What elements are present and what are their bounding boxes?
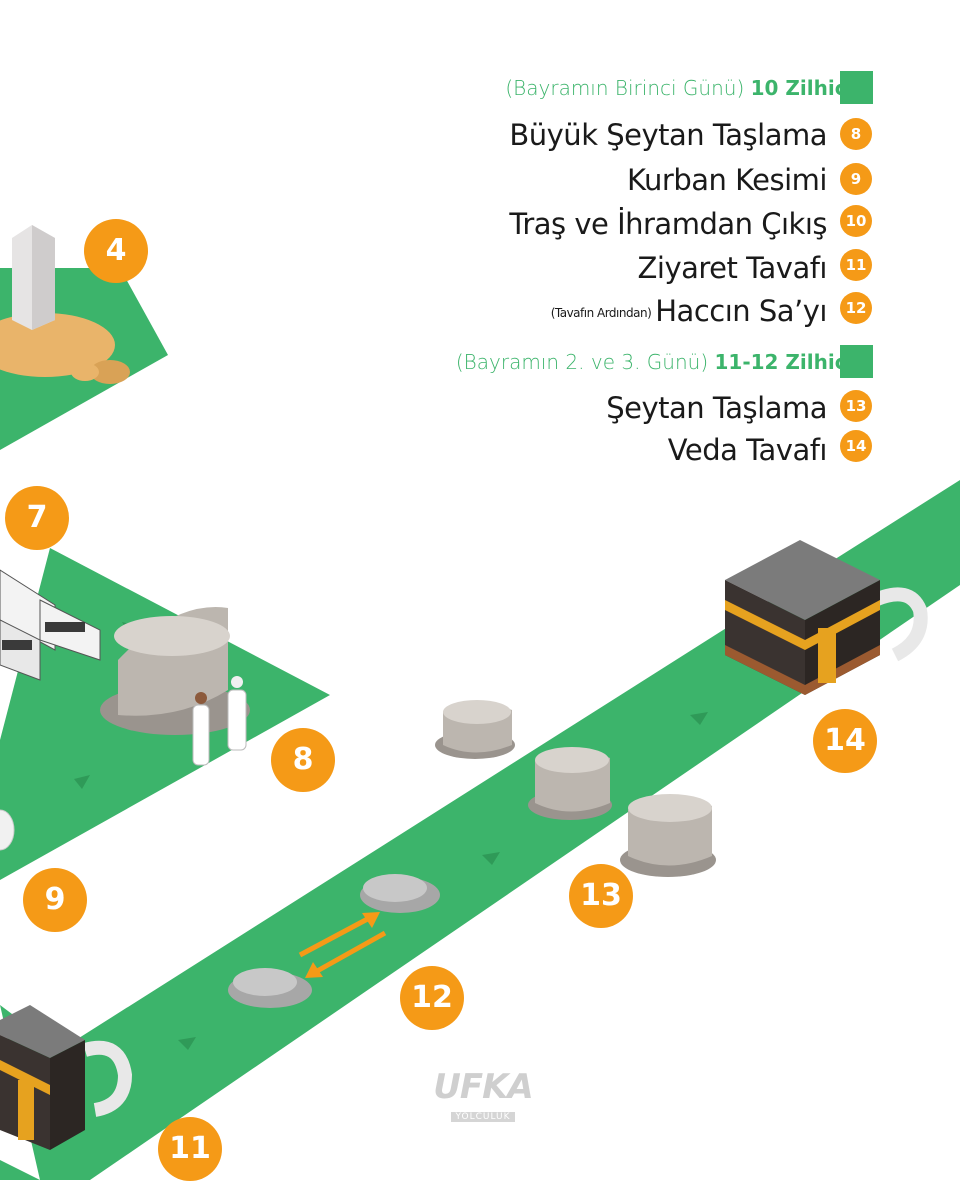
step-9-label: Kurban Kesimi	[626, 163, 828, 197]
day2-sub: (Bayramın 2. ve 3. Günü)	[455, 350, 709, 374]
step-10-label: Traş ve İhramdan Çıkış	[509, 207, 827, 241]
kaaba-11	[0, 1005, 133, 1150]
badge-4: 4	[84, 219, 148, 283]
day2-marker	[840, 345, 873, 378]
ufka-logo: UFKA YOLCULUK	[428, 1070, 538, 1123]
badge-12: 12	[400, 966, 464, 1030]
day2-header: (Bayramın 2. ve 3. Günü) 11-12 Zilhicce	[456, 350, 872, 374]
badge-14: 14	[813, 709, 877, 773]
step-8: Büyük Şeytan Taşlama	[509, 118, 827, 152]
step-12-note: (Tavafın Ardından)	[550, 306, 652, 320]
step-14-label: Veda Tavafı	[667, 433, 828, 467]
badge-7: 7	[5, 486, 69, 550]
step-12-num: 12	[840, 292, 872, 324]
jamarat-pillar-2	[528, 747, 612, 820]
day1-marker	[840, 71, 873, 104]
jamarat-pillar-large	[100, 607, 250, 735]
step-11-label: Ziyaret Tavafı	[637, 251, 828, 285]
kaaba-14	[725, 540, 928, 695]
step-14-num: 14	[840, 430, 872, 462]
muzdalifa-monument	[0, 225, 130, 384]
step-8-label: Büyük Şeytan Taşlama	[509, 118, 827, 152]
logo-text: UFKA	[433, 1067, 534, 1107]
step-13-num: 13	[840, 390, 872, 422]
step-10-num: 10	[840, 205, 872, 237]
step-10: Traş ve İhramdan Çıkış	[509, 207, 827, 241]
day1-header: (Bayramın Birinci Günü) 10 Zilhicce	[505, 76, 872, 100]
day1-sub: (Bayramın Birinci Günü)	[505, 76, 745, 100]
pilgrims	[192, 676, 247, 766]
step-9: Kurban Kesimi	[626, 163, 828, 197]
step-11: Ziyaret Tavafı	[637, 251, 828, 285]
logo-subtext: YOLCULUK	[451, 1112, 515, 1122]
step-13: Şeytan Taşlama	[606, 391, 827, 425]
say-arrows	[298, 912, 387, 978]
jamarat-pillar-1	[435, 700, 515, 759]
badge-9: 9	[23, 868, 87, 932]
badge-13: 13	[569, 864, 633, 928]
step-11-num: 11	[840, 249, 872, 281]
safa-marwa-stones	[228, 874, 440, 1008]
badge-11: 11	[158, 1117, 222, 1181]
step-8-num: 8	[840, 118, 872, 150]
sheep	[0, 809, 15, 851]
step-12-label: Haccın Sa’yı	[655, 294, 827, 328]
step-9-num: 9	[840, 163, 872, 195]
step-13-label: Şeytan Taşlama	[606, 391, 827, 425]
jamarat-pillar-3	[620, 794, 716, 877]
step-14: Veda Tavafı	[667, 433, 828, 467]
buses	[0, 569, 101, 681]
step-12: (Tavafın Ardından)Haccın Sa’yı	[550, 294, 828, 328]
badge-8: 8	[271, 728, 335, 792]
